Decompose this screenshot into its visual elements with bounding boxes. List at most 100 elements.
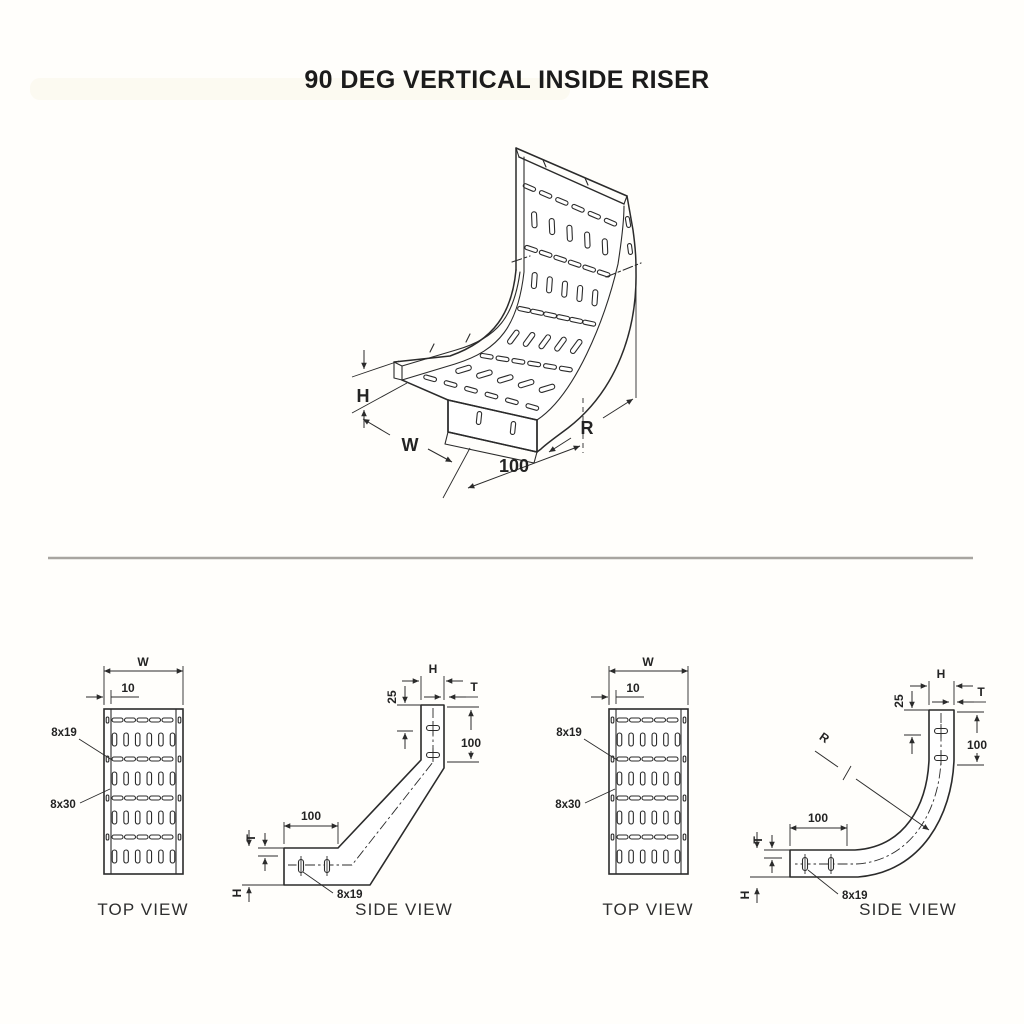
- side-view-angular-caption: SIDE VIEW: [355, 900, 453, 919]
- iso-outline: [393, 147, 642, 464]
- perforation-slot: [111, 834, 124, 840]
- perforation-slot: [123, 795, 137, 801]
- perforation-slot: [479, 352, 494, 360]
- iso-floor-left-edge: [401, 271, 525, 381]
- iso-floor-front-edge: [401, 379, 449, 401]
- perforation-slot: [538, 383, 556, 393]
- perforation-slot: [111, 795, 124, 801]
- iso-wall-slots: [475, 216, 634, 436]
- page-title: 90 DEG VERTICAL INSIDE RISER: [304, 66, 709, 94]
- svc-dim-h-left: H: [738, 891, 752, 900]
- perforation-slot: [123, 756, 137, 762]
- top-view-slot-large-label: 8x30: [50, 799, 76, 811]
- iso-dimensions: H W 100 R: [351, 270, 637, 499]
- perforation-slot: [134, 732, 141, 747]
- iso-dim-r-label: R: [581, 418, 594, 438]
- perforation-slot: [576, 284, 584, 303]
- perforation-slot: [569, 339, 583, 354]
- perforation-slot: [561, 280, 569, 298]
- svc-dim-r-label: R: [817, 730, 832, 747]
- top-view-1: W 10 8x19 8x30 TOP VIEW: [50, 655, 188, 919]
- perforation-slot: [148, 756, 162, 762]
- iso-top-flange-notches: [542, 159, 589, 186]
- side-view-curved-caption: SIDE VIEW: [859, 900, 957, 919]
- svc-r-center-tick: [842, 765, 852, 781]
- perforation-slot: [161, 795, 174, 801]
- iso-left-rail-curve-inner: [401, 271, 521, 367]
- perforation-slot: [177, 755, 182, 763]
- iso-perforation-pattern: [423, 183, 618, 411]
- top-view-10-ticks: [103, 690, 139, 704]
- iso-r-arrow-upper: [602, 398, 634, 419]
- perforation-slot: [111, 717, 124, 723]
- perforation-slot: [123, 849, 129, 864]
- top-view-perforation-pattern: [105, 716, 182, 864]
- side-view-angular-slot-leader: [302, 871, 334, 894]
- perforation-slot: [522, 183, 537, 192]
- perforation-slot: [161, 834, 174, 840]
- perforation-slot: [538, 190, 553, 199]
- perforation-slot: [496, 374, 514, 384]
- perforation-slot: [148, 795, 162, 801]
- perforation-slot: [587, 210, 601, 220]
- top-view-dim-10-label: 10: [121, 681, 135, 695]
- iso-w-arrow-right: [427, 448, 453, 463]
- sva-dim-h-left: H: [230, 889, 244, 898]
- perforation-slot: [603, 217, 618, 227]
- side-view-curved-slot-label: 8x19: [842, 890, 868, 902]
- perforation-slot: [543, 363, 558, 370]
- perforation-slot: [522, 331, 536, 347]
- iso-100-extension-line: [442, 447, 471, 499]
- iso-rail-break-line: [511, 255, 531, 263]
- perforation-slot: [169, 732, 176, 747]
- perforation-slot: [495, 355, 510, 363]
- perforation-slot: [105, 716, 110, 724]
- perforation-slot: [584, 231, 591, 249]
- svc-100v-ext: [957, 711, 984, 766]
- sva-100v-ext: [447, 706, 479, 763]
- perforation-slot: [507, 329, 520, 345]
- perforation-slot: [111, 810, 118, 825]
- iso-left-rail-curve-outer: [393, 269, 517, 363]
- perforation-slot: [105, 794, 110, 802]
- perforation-slot: [475, 410, 483, 426]
- perforation-slot: [146, 771, 153, 786]
- perforation-slot: [511, 358, 526, 365]
- perforation-slot: [146, 849, 153, 864]
- perforation-slot: [591, 289, 599, 307]
- perforation-slot: [123, 732, 129, 747]
- top-view-slot-small-label: 8x19: [51, 727, 77, 739]
- top-view-dim-w-label: W: [137, 655, 149, 669]
- perforation-slot: [443, 380, 458, 388]
- perforation-slot: [123, 717, 137, 723]
- perforation-slot: [105, 833, 110, 841]
- svc-dim-100-horiz: 100: [808, 811, 828, 825]
- perforation-slot: [538, 334, 552, 350]
- perforation-slot: [504, 397, 519, 406]
- perforation-slot: [169, 810, 176, 825]
- perforation-slot: [123, 834, 137, 840]
- perforation-slot: [158, 732, 164, 747]
- top-view-w-extension-lines: [103, 666, 184, 705]
- perforation-slot: [566, 224, 573, 242]
- iso-r-arrow-lower: [548, 437, 572, 453]
- side-view-curved-slots: [801, 724, 949, 874]
- svc-dim-t-left: T: [751, 836, 765, 844]
- perforation-slot: [555, 197, 569, 206]
- svc-dim-t-top: T: [977, 685, 985, 699]
- perforation-slot: [548, 217, 556, 236]
- perforation-slot: [554, 336, 567, 352]
- svc-dim-25: 25: [892, 694, 906, 708]
- perforation-slot: [148, 834, 162, 840]
- sva-dim-100-horiz: 100: [301, 809, 321, 823]
- sva-dim-100-vert: 100: [461, 736, 481, 750]
- perforation-slot: [161, 756, 174, 762]
- top-view-slot-large-leader: [79, 788, 111, 804]
- sva-tleft-ticks: [258, 847, 284, 857]
- perforation-slot: [624, 216, 632, 228]
- iso-top-edge: [515, 147, 628, 197]
- iso-wall-break-line: [605, 262, 642, 278]
- perforation-slot: [111, 849, 118, 864]
- perforation-slot: [553, 254, 567, 263]
- top-view-caption: TOP VIEW: [97, 900, 188, 919]
